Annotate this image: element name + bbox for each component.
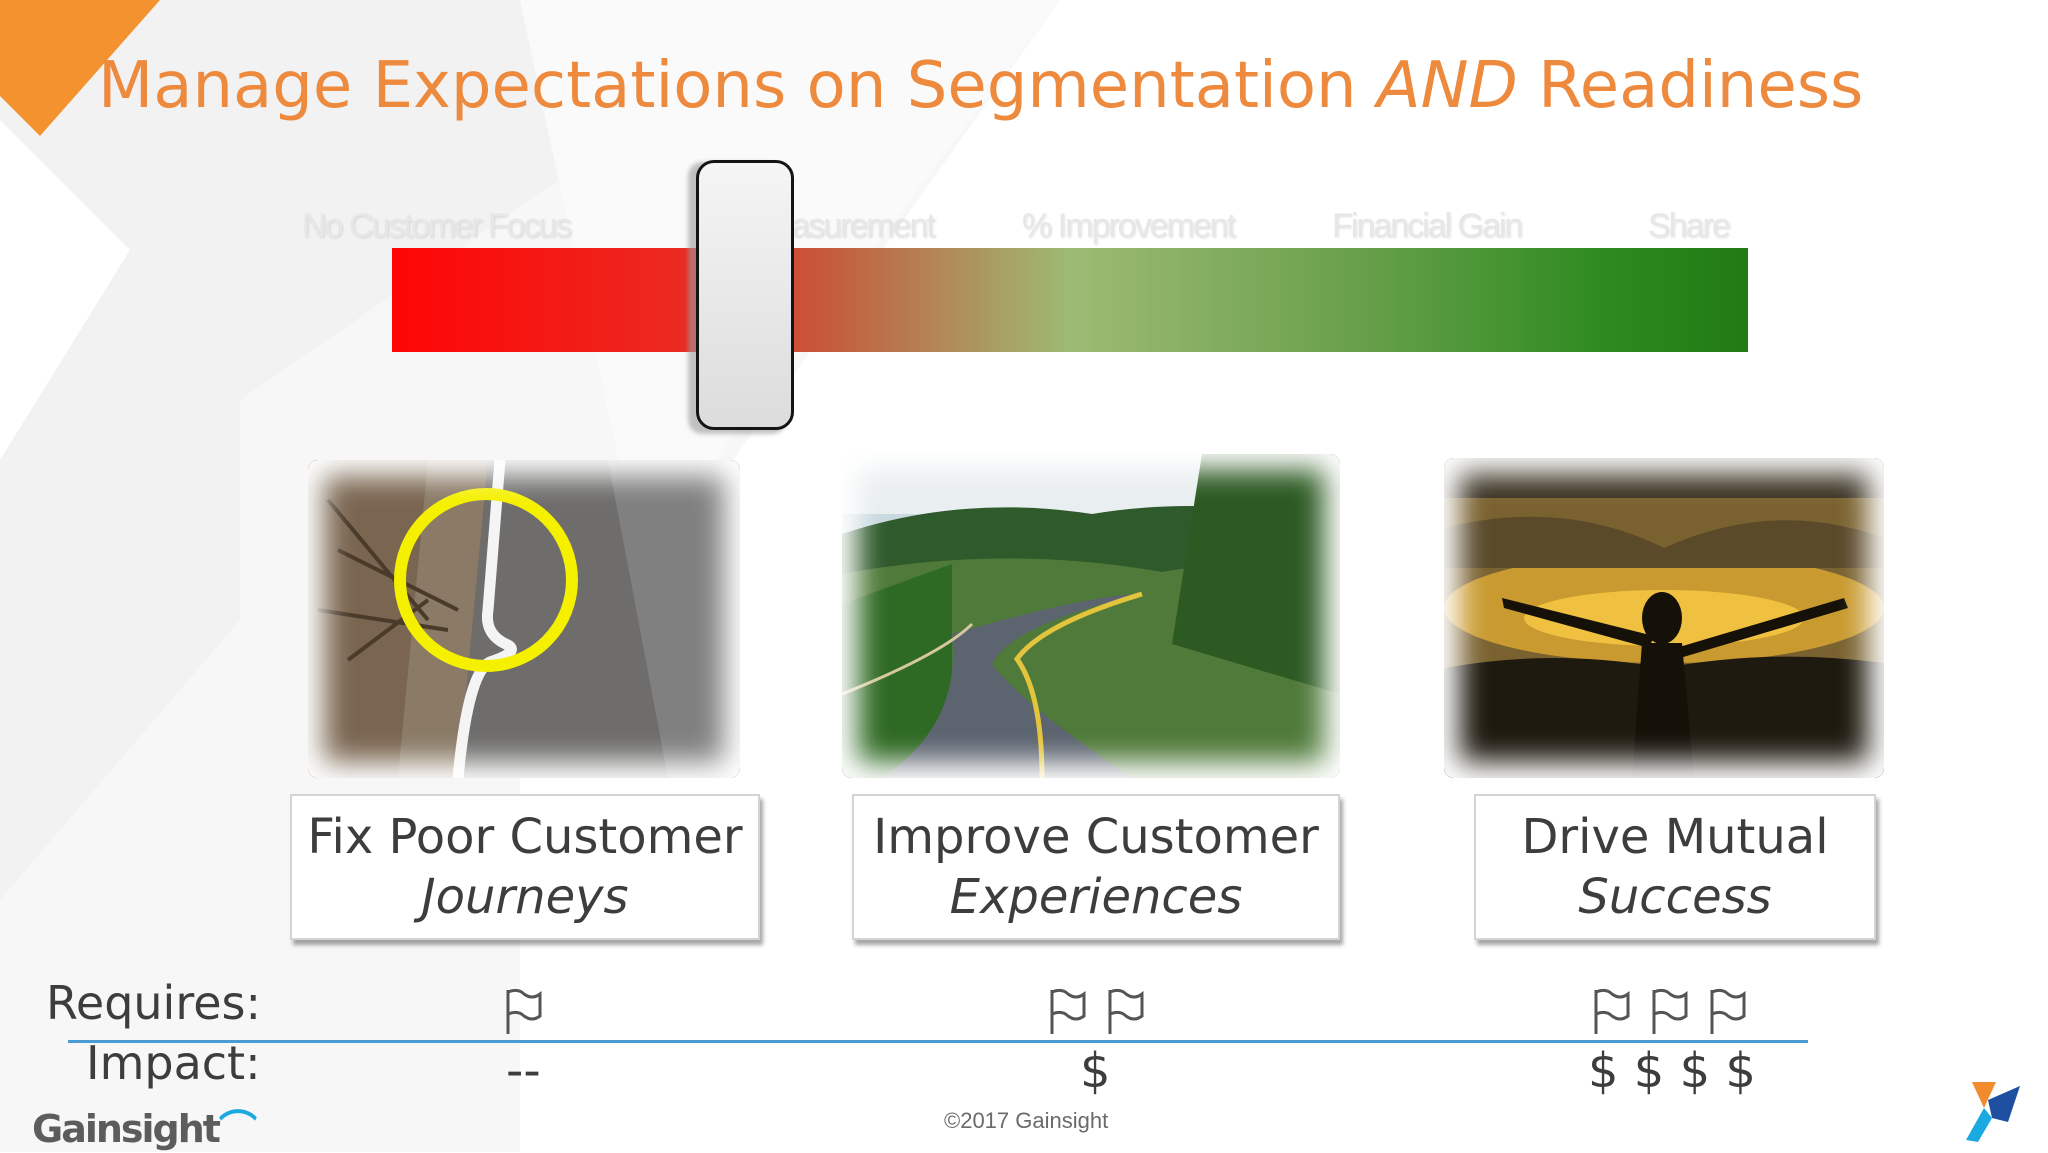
requires-label: Requires: bbox=[46, 976, 261, 1030]
readiness-gradient-bar bbox=[392, 248, 1748, 352]
readiness-slider-handle[interactable] bbox=[696, 160, 794, 430]
flag-icon bbox=[1710, 988, 1746, 1034]
card-line-2: Journeys bbox=[421, 869, 629, 925]
gainsight-logo: Gainsight⌒ bbox=[32, 1098, 257, 1153]
title-part-2: Readiness bbox=[1517, 49, 1864, 123]
sunset-person-photo bbox=[1444, 458, 1884, 778]
slide-title: Manage Expectations on Segmentation AND … bbox=[98, 38, 1863, 134]
flag-icon bbox=[1652, 988, 1688, 1034]
requires-flags-1 bbox=[502, 986, 546, 1036]
card-line-1: Improve Customer bbox=[873, 809, 1319, 865]
logo-swoosh-icon: ⌒ bbox=[218, 1107, 257, 1151]
card-line-2: Experiences bbox=[949, 869, 1243, 925]
highlight-circle-icon bbox=[394, 488, 578, 672]
scale-label-share: Share bbox=[1648, 207, 1731, 245]
title-emphasis: AND bbox=[1376, 49, 1518, 123]
winding-road-photo bbox=[842, 454, 1340, 778]
requires-flags-3 bbox=[1590, 986, 1750, 1036]
road-edge-photo bbox=[308, 460, 740, 778]
title-part-1: Manage Expectations on Segmentation bbox=[98, 49, 1377, 123]
card-fix-poor-customer-journeys: Fix Poor Customer Journeys bbox=[290, 794, 760, 940]
copyright-footer: ©2017 Gainsight bbox=[944, 1108, 1109, 1133]
flag-icon bbox=[1594, 988, 1630, 1034]
impact-label: Impact: bbox=[86, 1036, 261, 1090]
card-line-1: Fix Poor Customer bbox=[307, 809, 743, 865]
flag-icon bbox=[1108, 988, 1144, 1034]
flag-icon bbox=[1050, 988, 1086, 1034]
card-drive-mutual-success: Drive Mutual Success bbox=[1474, 794, 1876, 940]
scale-label-no-customer-focus: No Customer Focus bbox=[302, 207, 572, 245]
requires-flags-2 bbox=[1046, 986, 1148, 1036]
scale-label-improvement: % Improvement bbox=[1022, 207, 1236, 245]
requires-impact-divider bbox=[68, 1040, 1808, 1043]
card-line-1: Drive Mutual bbox=[1521, 809, 1829, 865]
scale-label-financial-gain: Financial Gain bbox=[1332, 207, 1523, 245]
flag-icon bbox=[506, 988, 542, 1034]
impact-value-1: -- bbox=[506, 1043, 541, 1099]
gainsight-corner-logo-icon bbox=[1966, 1082, 2020, 1142]
card-improve-customer-experiences: Improve Customer Experiences bbox=[852, 794, 1340, 940]
logo-text: Gainsight bbox=[32, 1107, 221, 1151]
card-line-2: Success bbox=[1578, 869, 1772, 925]
impact-value-2: $ bbox=[1080, 1043, 1111, 1099]
impact-value-3: $ $ $ $ bbox=[1588, 1043, 1756, 1099]
readiness-scale-labels: No Customer Focus Measurement % Improvem… bbox=[280, 198, 1770, 254]
